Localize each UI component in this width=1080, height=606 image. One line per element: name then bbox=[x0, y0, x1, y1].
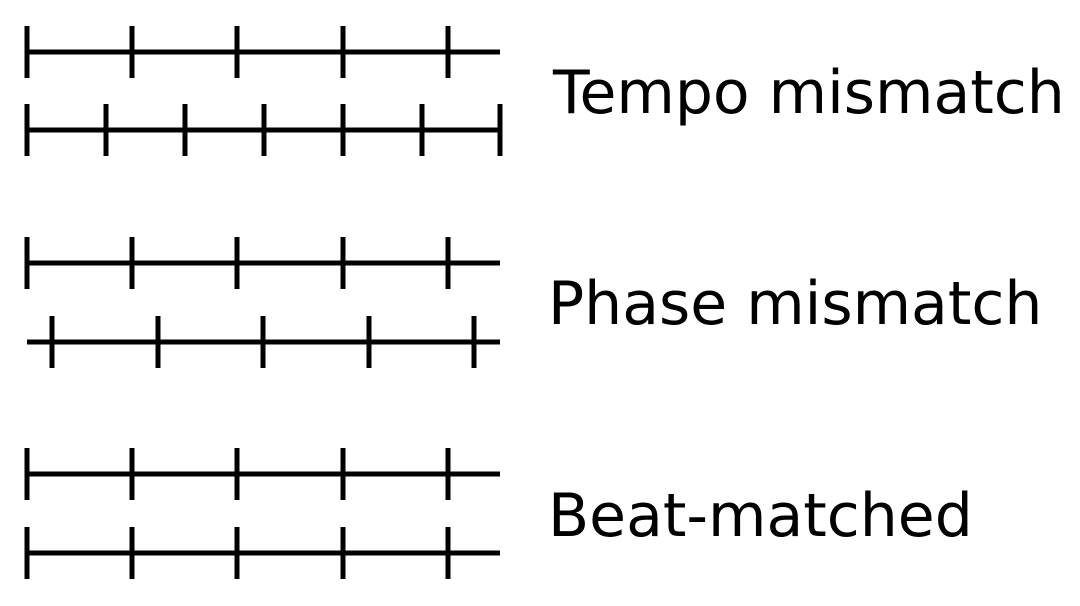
track-bottom bbox=[24, 104, 503, 156]
row-label: Tempo mismatch bbox=[552, 58, 1065, 128]
row-label: Beat-matched bbox=[548, 481, 973, 551]
track-top bbox=[24, 448, 500, 500]
row-phase-mismatch: Phase mismatch bbox=[24, 237, 1042, 368]
row-tempo-mismatch: Tempo mismatch bbox=[24, 26, 1065, 156]
row-beat-matched: Beat-matched bbox=[24, 448, 973, 579]
track-top bbox=[24, 237, 500, 289]
row-label: Phase mismatch bbox=[548, 269, 1042, 339]
track-bottom bbox=[27, 316, 500, 368]
track-top bbox=[24, 26, 500, 78]
track-bottom bbox=[24, 527, 500, 579]
